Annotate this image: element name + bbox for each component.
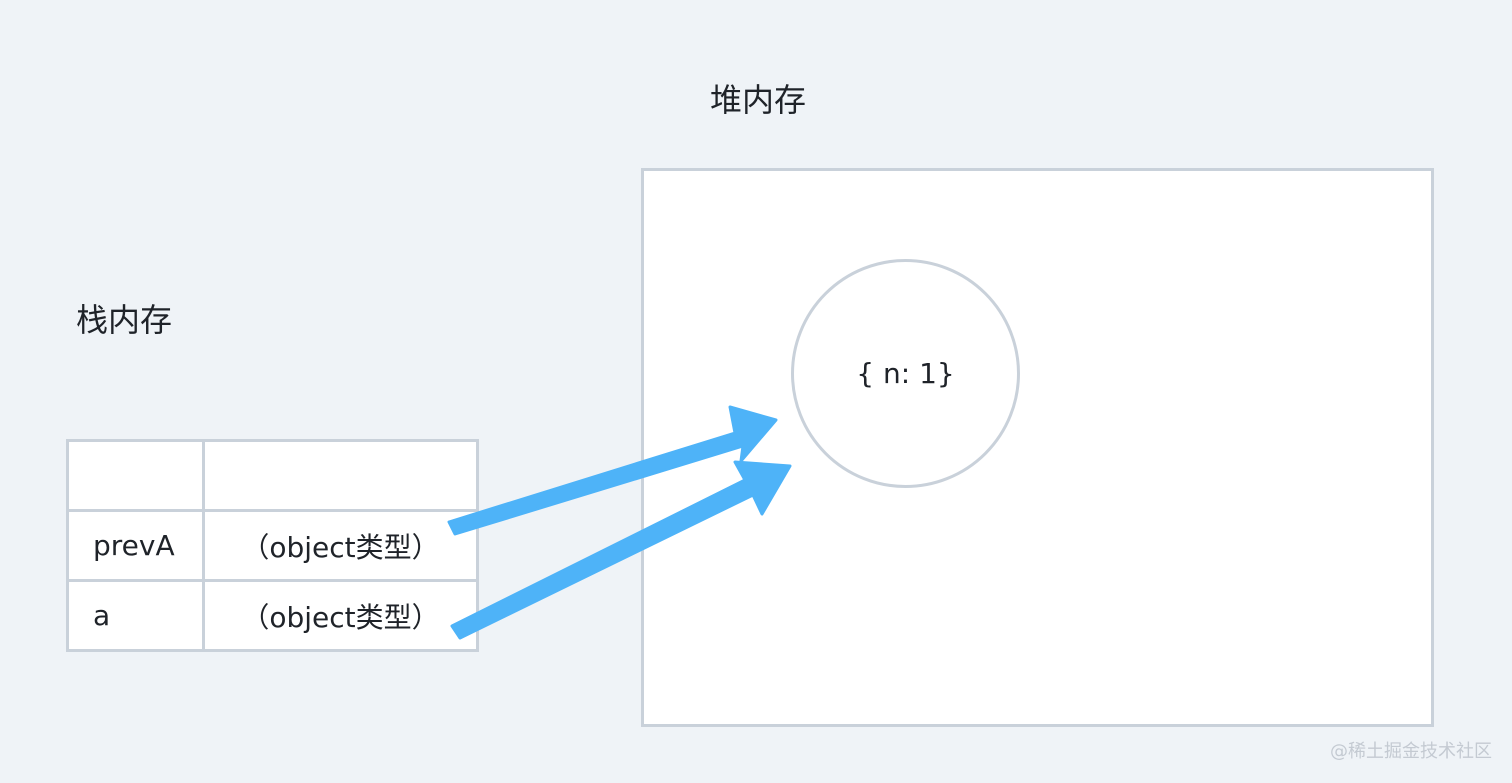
heap-object-label: { n: 1} — [856, 357, 955, 390]
heap-memory-region — [641, 168, 1434, 727]
stack-var-name: a — [66, 579, 205, 652]
arrow-a-to-object — [450, 460, 792, 640]
stack-row-empty — [66, 439, 479, 512]
stack-memory-table: prevA （object类型） a （object类型） — [66, 439, 479, 652]
watermark-text: @稀土掘金技术社区 — [1330, 741, 1492, 762]
stack-row-preva: prevA （object类型） — [66, 509, 479, 582]
stack-var-value: （object类型） — [202, 579, 479, 652]
stack-var-name — [66, 439, 205, 512]
stack-row-a: a （object类型） — [66, 579, 479, 652]
heap-memory-title: 堆内存 — [710, 81, 807, 119]
stack-memory-title: 栈内存 — [76, 301, 173, 339]
stack-var-value: （object类型） — [202, 509, 479, 582]
heap-object-node: { n: 1} — [791, 259, 1020, 488]
arrow-preva-to-object — [447, 405, 778, 536]
stack-var-value — [202, 439, 479, 512]
stack-var-name: prevA — [66, 509, 205, 582]
